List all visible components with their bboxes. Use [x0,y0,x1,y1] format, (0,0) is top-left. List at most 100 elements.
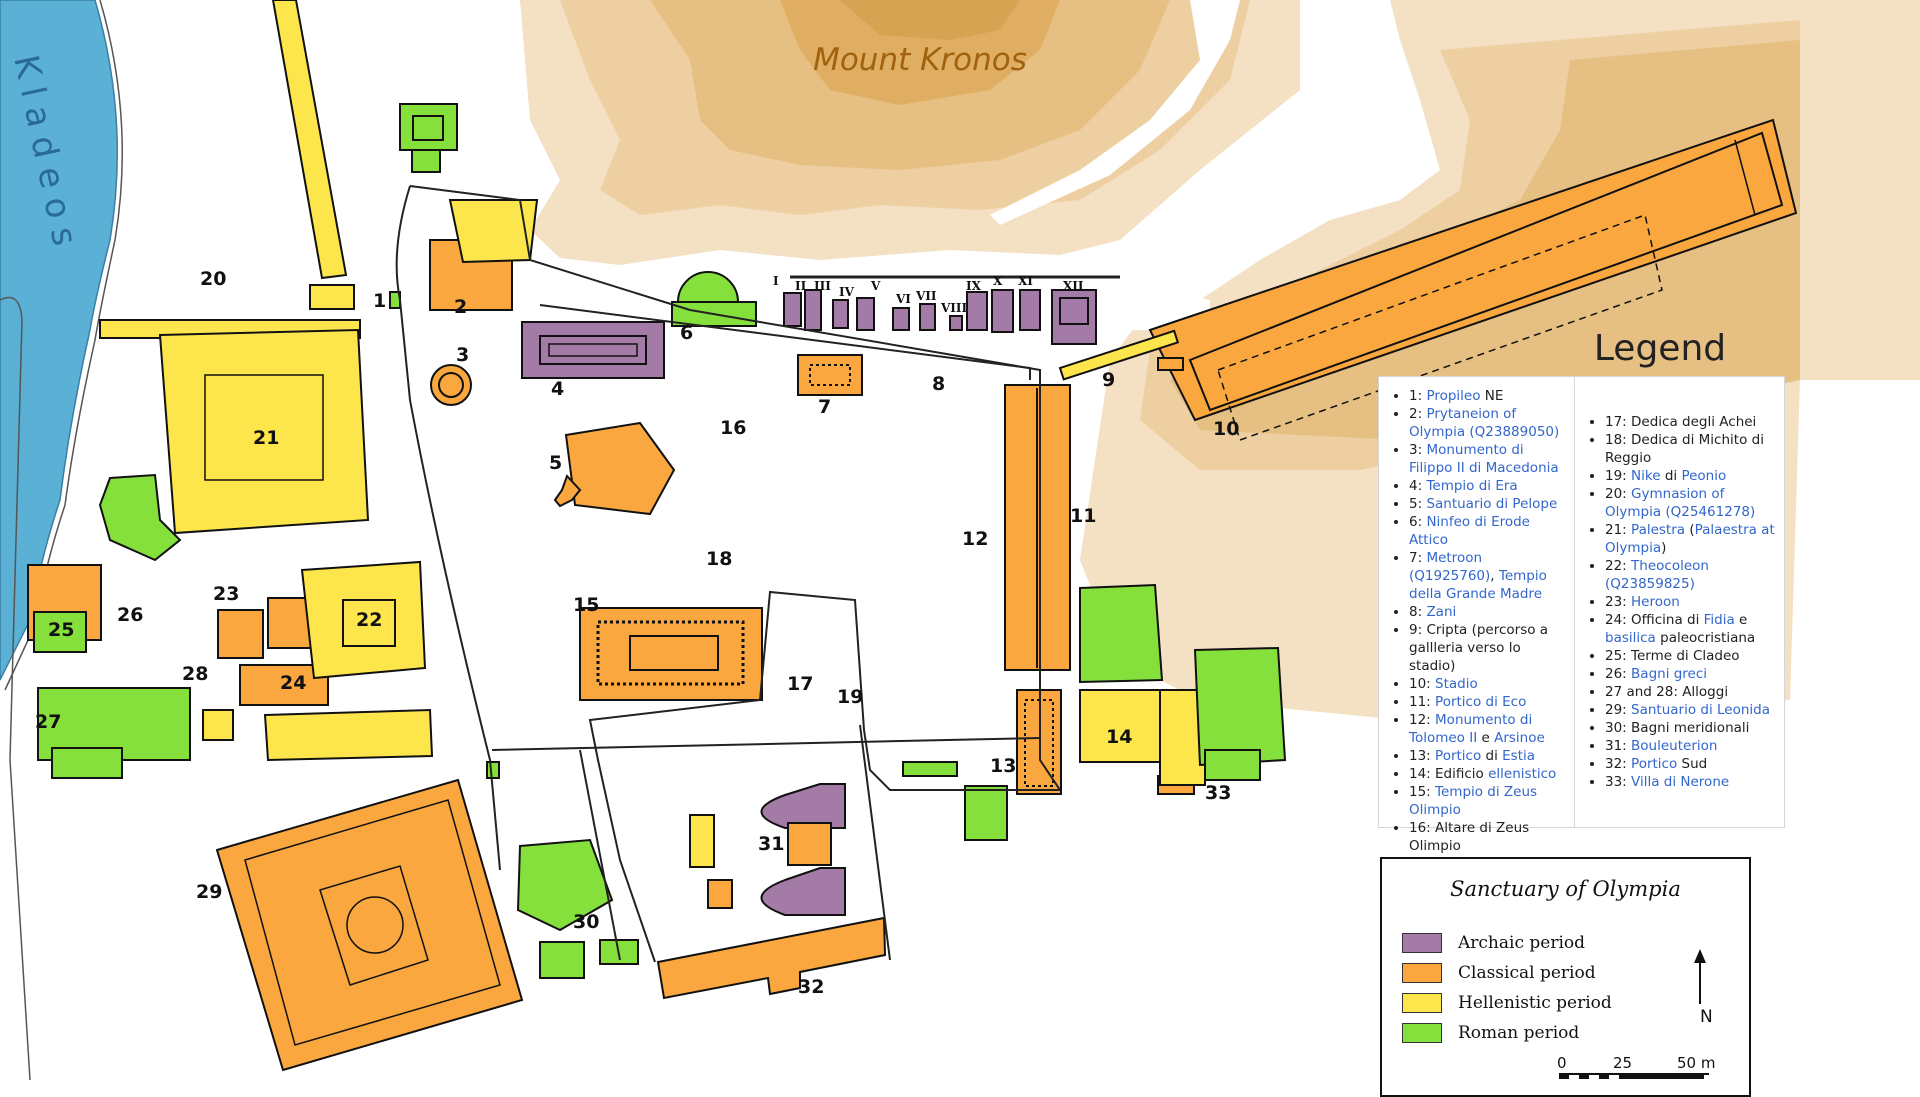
legend-item: 23: Heroon [1605,593,1780,611]
legend-link[interactable]: Bouleuterion [1631,738,1718,754]
legend-link[interactable]: Palestra [1631,522,1686,538]
legend-item: 7: Metroon (Q1925760), Tempio della Gran… [1409,549,1570,603]
legend-text: paleocristiana [1655,630,1756,646]
legend-link[interactable]: Portico di Eco [1435,694,1527,710]
legend-link[interactable]: Villa di Nerone [1631,774,1730,790]
legend-link[interactable]: Bagni greci [1631,666,1708,682]
legend-link[interactable]: Santuario di Pelope [1426,496,1558,512]
legend-text: Bagni meridionali [1631,720,1750,736]
legend-item-number: 33: [1605,774,1632,790]
hellenistic-swatch [1402,993,1442,1013]
legend-link[interactable]: Arsinoe [1494,730,1545,746]
legend-text: di [1660,468,1682,484]
marker-27: 27 [35,711,61,733]
marker-30: 30 [573,911,599,933]
legend-item-number: 25: [1605,648,1632,664]
treasury-x: X [993,274,1003,288]
legend-item-number: 4: [1409,478,1427,494]
legend-item-number: 31: [1605,738,1632,754]
legend-link[interactable]: Santuario di Leonida [1631,702,1771,718]
period-key: Sanctuary of Olympia Archaic period Clas… [1380,857,1751,1097]
period-row-classical: Classical period [1402,962,1596,984]
legend-link[interactable]: Propileo [1426,388,1481,404]
legend-column-2: 17: Dedica degli Achei18: Dedica di Mich… [1575,377,1784,827]
marker-29: 29 [196,881,222,903]
treasury-iv: IV [839,285,855,299]
legend-item: 9: Cripta (percorso a gallleria verso lo… [1409,621,1570,675]
legend-link[interactable]: Gymnasion of Olympia (Q25461278) [1605,486,1756,520]
marker-8: 8 [932,373,945,395]
marker-32: 32 [798,976,824,998]
legend-link[interactable]: Metroon (Q1925760) [1409,550,1491,584]
marker-17: 17 [787,673,813,695]
marker-20: 20 [200,268,226,290]
legend-item: 27 and 28: Alloggi [1605,683,1780,701]
scale-tick-0: 0 [1557,1054,1567,1072]
roman-swatch [1402,1023,1442,1043]
legend-link[interactable]: Tempio di Era [1426,478,1518,494]
treasury-iii: III [814,279,831,293]
legend-text: Officina di [1631,612,1704,628]
legend-link[interactable]: Monumento di Tolomeo II [1409,712,1533,746]
archaic-label: Archaic period [1458,933,1585,953]
legend-item: 20: Gymnasion of Olympia (Q25461278) [1605,485,1780,521]
legend-link[interactable]: Portico [1631,756,1678,772]
legend-link[interactable]: Portico [1435,748,1482,764]
legend-item: 3: Monumento di Filippo II di Macedonia [1409,441,1570,477]
legend-item: 31: Bouleuterion [1605,737,1780,755]
marker-23: 23 [213,583,239,605]
treasury-v: V [870,279,881,293]
legend-link[interactable]: Tempio della Grande Madre [1409,568,1547,602]
legend-link[interactable]: Peonio [1681,468,1727,484]
legend-text: Sud [1677,756,1708,772]
legend-link[interactable]: Estia [1502,748,1536,764]
legend-item: 4: Tempio di Era [1409,477,1570,495]
legend-text: Dedica di Michito di Reggio [1605,432,1764,466]
legend-item: 24: Officina di Fidia e basilica paleocr… [1605,611,1780,647]
legend-link[interactable]: Monumento di Filippo II di Macedonia [1409,442,1559,476]
marker-12: 12 [962,528,988,550]
legend-heading: Legend [1594,328,1726,369]
scale-tick-25: 25 [1613,1054,1633,1072]
legend-text: di [1481,748,1503,764]
legend-link[interactable]: Ninfeo di Erode Attico [1409,514,1530,548]
legend-link[interactable]: Nike [1631,468,1661,484]
legend-list-1: 1: Propileo NE2: Prytaneion of Olympia (… [1383,387,1570,855]
scale-tick-50: 50 m [1677,1054,1716,1072]
legend-item-number: 30: [1605,720,1632,736]
legend-link[interactable]: Prytaneion of Olympia (Q23889050) [1409,406,1560,440]
legend-text: Alloggi [1682,684,1729,700]
legend-item-number: 14: [1409,766,1436,782]
legend-link[interactable]: Stadio [1435,676,1478,692]
legend-link[interactable]: Palaestra at Olympia [1605,522,1775,556]
marker-4: 4 [551,378,564,400]
legend-item: 26: Bagni greci [1605,665,1780,683]
legend-link[interactable]: Tempio di Zeus Olimpio [1409,784,1538,818]
mountain-label: Mount Kronos [813,42,1027,78]
classical-buildings [27,118,1798,1072]
legend-item-number: 11: [1409,694,1436,710]
legend-link[interactable]: basilica [1605,630,1656,646]
period-row-roman: Roman period [1402,1022,1579,1044]
archaic-swatch [1402,933,1442,953]
legend-link[interactable]: Theocoleon (Q23859825) [1605,558,1709,592]
legend-link[interactable]: Zani [1426,604,1457,620]
scale-bar: 0 25 50 m [1557,1054,1717,1084]
legend-link[interactable]: ellenistico [1488,766,1557,782]
treasury-vi: VI [895,292,911,306]
legend-link[interactable]: Fidia [1703,612,1735,628]
period-row-archaic: Archaic period [1402,932,1585,954]
legend-text: Edificio [1435,766,1489,782]
marker-18: 18 [706,548,732,570]
river-kladeos [0,0,124,1080]
legend-item-number: 7: [1409,550,1427,566]
legend-text: ( [1685,522,1695,538]
north-label: N [1700,1007,1713,1027]
legend-item-number: 24: [1605,612,1632,628]
legend-item: 5: Santuario di Pelope [1409,495,1570,513]
legend-text: Dedica degli Achei [1631,414,1757,430]
legend-item: 18: Dedica di Michito di Reggio [1605,431,1780,467]
treasury-xii: XII [1063,279,1084,293]
legend-link[interactable]: Heroon [1631,594,1680,610]
